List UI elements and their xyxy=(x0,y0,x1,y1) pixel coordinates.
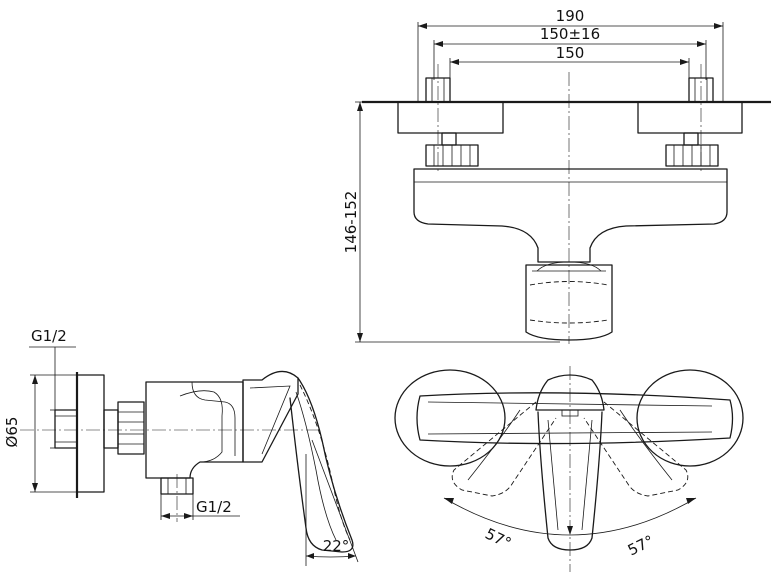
dim-centers-adjust: 150±16 xyxy=(540,25,600,43)
front-view: 190 150±16 150 146-152 xyxy=(342,7,771,344)
dim-swing-right: 57° xyxy=(625,532,657,560)
label-inlet-thread: G1/2 xyxy=(31,327,67,345)
side-view: Ø65 G1/2 G1/2 22° xyxy=(3,327,359,566)
label-outlet-thread: G1/2 xyxy=(196,498,232,516)
dim-centers-nominal: 150 xyxy=(556,44,585,62)
dim-height-range: 146-152 xyxy=(342,191,360,254)
dim-cover-diameter: Ø65 xyxy=(3,417,21,448)
top-view: 57° 57° xyxy=(394,366,744,572)
dim-swing-left: 57° xyxy=(482,525,514,553)
dim-overall-width: 190 xyxy=(556,7,585,25)
dim-lever-tilt: 22° xyxy=(323,537,350,555)
